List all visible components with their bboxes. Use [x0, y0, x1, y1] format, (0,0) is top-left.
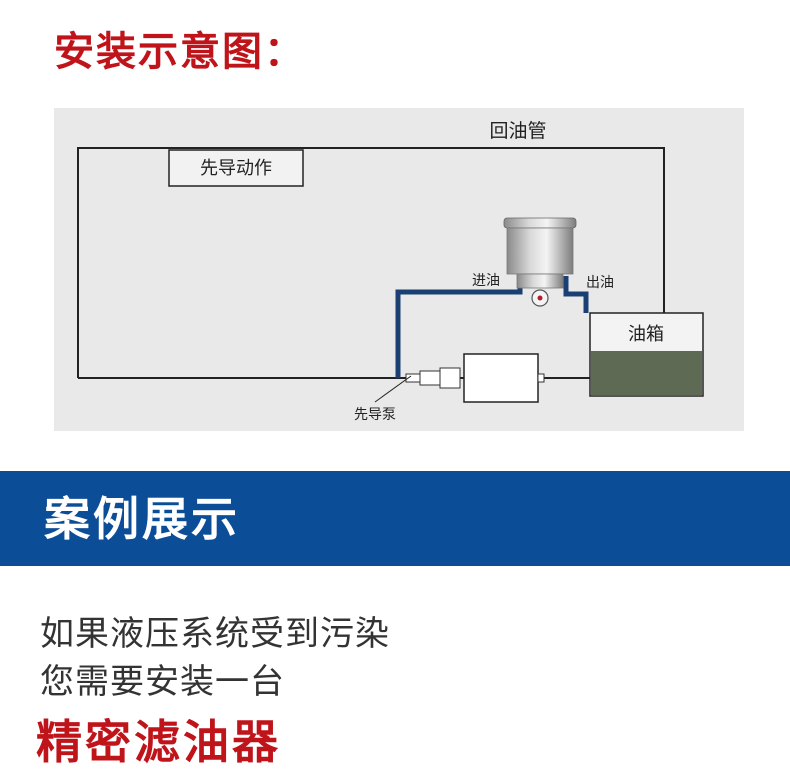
oil-out-label: 出油 [586, 275, 614, 291]
pilot-pump-pointer [375, 376, 411, 402]
pilot-pump [406, 354, 544, 402]
installation-diagram: 先导动作 回油管 进油 出油 [54, 108, 744, 431]
oil-tank-label: 油箱 [628, 324, 664, 345]
pump-motor-box [464, 354, 538, 402]
return-pipe-label: 回油管 [489, 120, 546, 142]
case-showcase-banner: 案例展示 [0, 471, 790, 566]
oil-in-label: 进油 [472, 273, 500, 289]
pilot-pump-label: 先导泵 [354, 407, 396, 423]
body-line-1: 如果液压系统受到污染 [40, 612, 390, 656]
pilot-action-label: 先导动作 [200, 158, 272, 179]
body-line-2: 您需要安装一台 [40, 660, 285, 704]
return-pipe-loop [78, 148, 664, 378]
banner-title: 案例展示 [44, 490, 240, 548]
product-emphasis: 精密滤油器 [36, 712, 281, 772]
outlet-pipe [566, 276, 586, 313]
oil-tank-fill [591, 351, 702, 395]
page-heading: 安装示意图： [54, 24, 306, 80]
